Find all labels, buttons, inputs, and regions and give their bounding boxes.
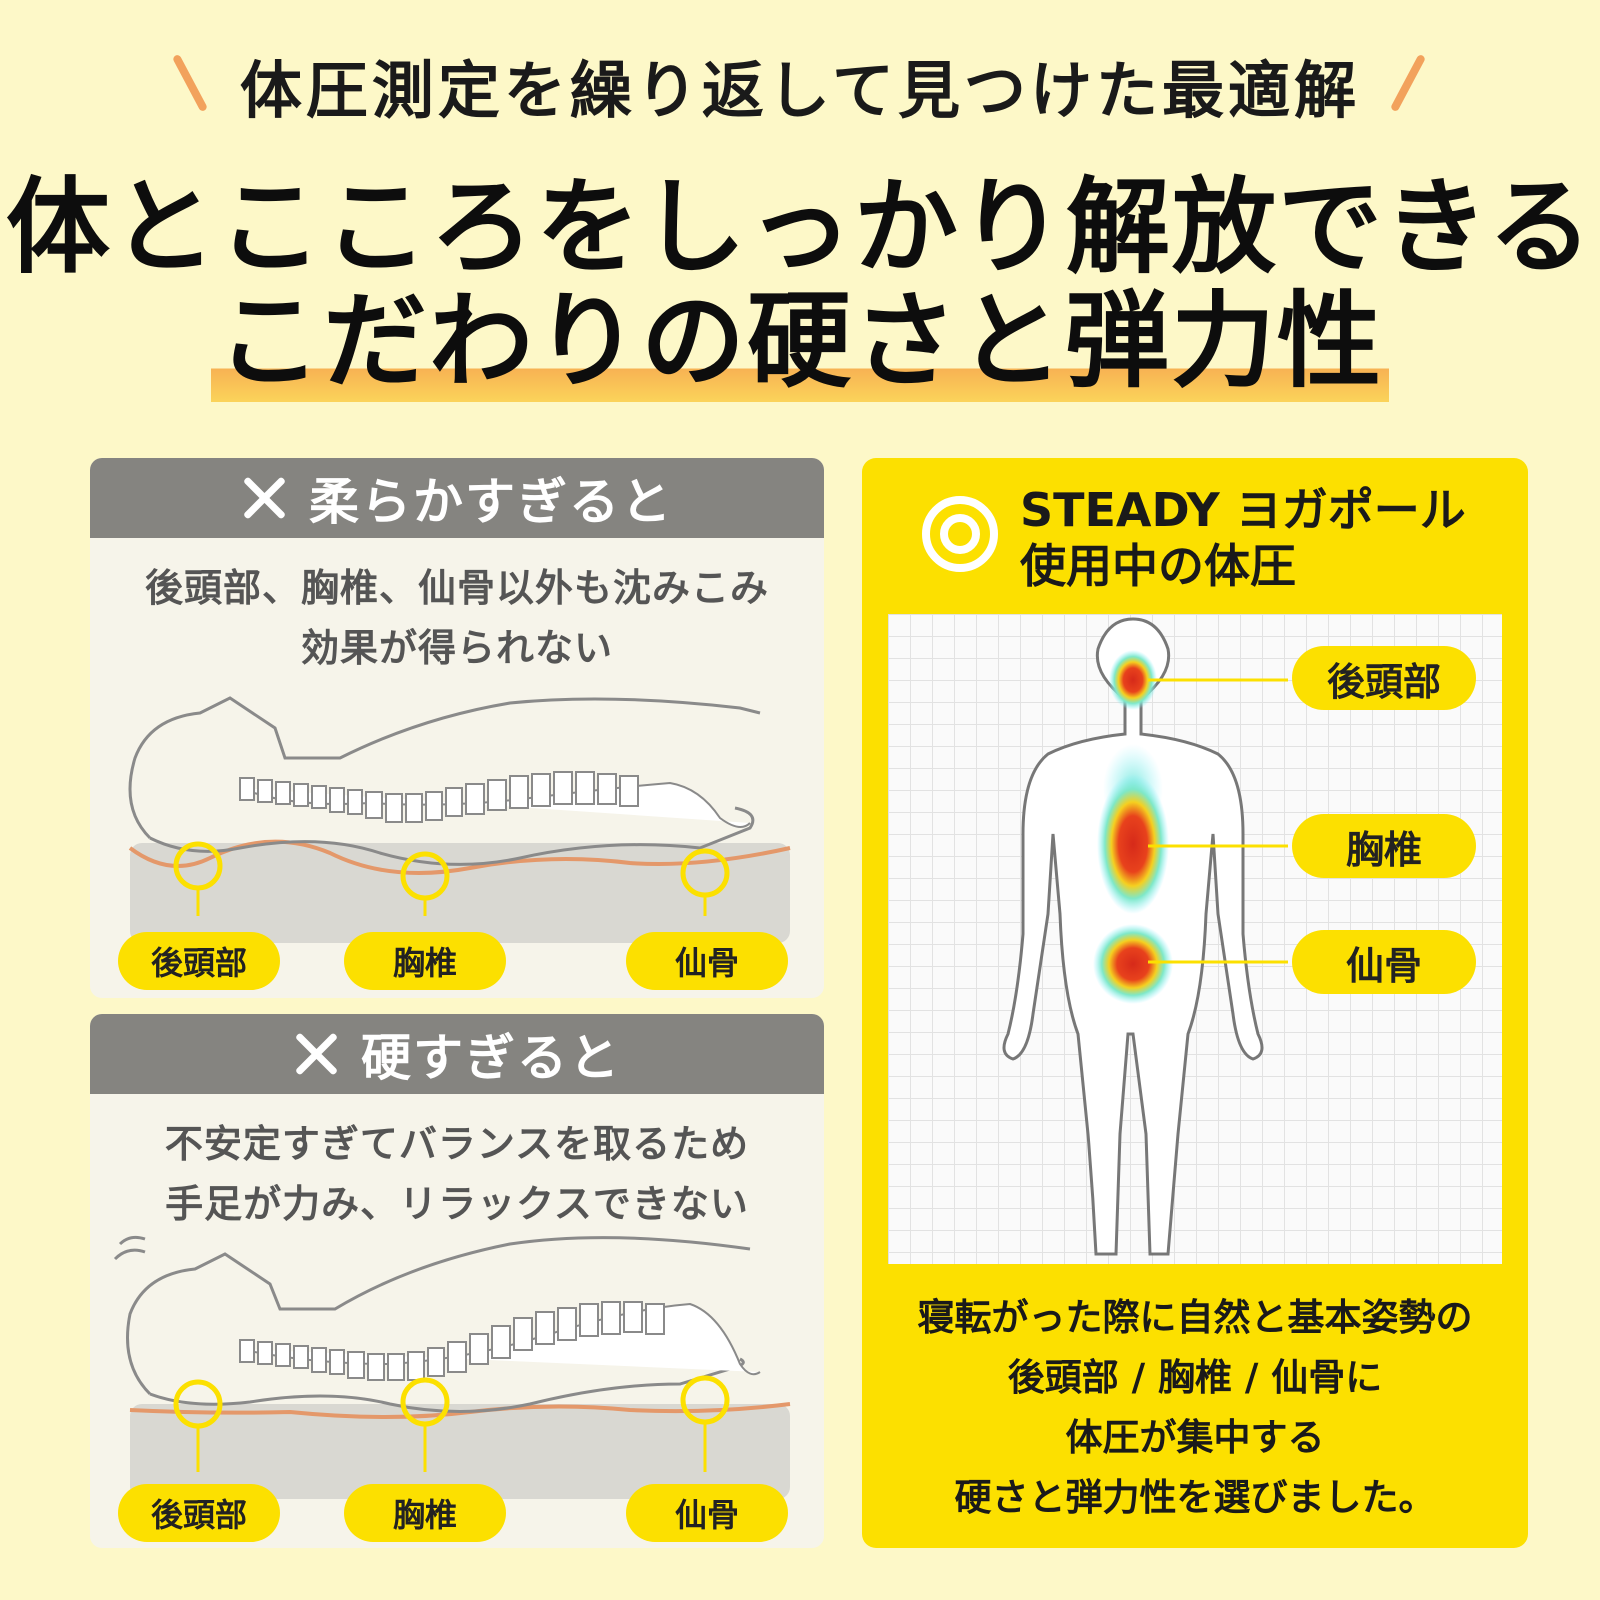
soft-panel-title: 柔らかすぎると xyxy=(309,473,673,531)
hard-desc-line2: 手足が力み、リラックスできない xyxy=(165,1182,749,1226)
body-silhouette-heatmap xyxy=(1002,617,1288,1256)
hard-label-sacrum: 仙骨 xyxy=(626,1484,788,1542)
soft-panel-description: 後頭部、胸椎、仙骨以外も沈みこみ 効果が得られない xyxy=(90,558,824,678)
hard-panel-header: 硬すぎると xyxy=(90,1014,824,1094)
steady-description: 寝転がった際に自然と基本姿勢の 後頭部 / 胸椎 / 仙骨に 体圧が集中する 硬… xyxy=(862,1288,1528,1528)
steady-body-line4: 硬さと弾力性を選びました。 xyxy=(954,1476,1436,1519)
steady-panel: STEADY ヨガポール 使用中の体圧 xyxy=(862,458,1528,1548)
subtitle: 体圧測定を繰り返して見つけた最適解 xyxy=(239,54,1361,127)
headline-line1: 体とこころをしっかり解放できる xyxy=(6,166,1594,288)
cross-icon xyxy=(293,1031,339,1077)
steady-body-line3: 体圧が集中する xyxy=(1065,1416,1325,1459)
steady-title: STEADY ヨガポール 使用中の体圧 xyxy=(1020,482,1466,594)
soft-label-thoracic: 胸椎 xyxy=(344,932,506,990)
soft-body-illustration xyxy=(128,696,791,943)
soft-desc-line1: 後頭部、胸椎、仙骨以外も沈みこみ xyxy=(144,566,769,610)
soft-label-sacrum: 仙骨 xyxy=(626,932,788,990)
steady-label-thoracic: 胸椎 xyxy=(1292,814,1476,878)
hard-panel-title: 硬すぎると xyxy=(361,1029,621,1087)
hard-panel: 硬すぎると 不安定すぎてバランスを取るため 手足が力み、リラックスできない 後頭… xyxy=(90,1014,824,1548)
soft-panel-header: 柔らかすぎると xyxy=(90,458,824,538)
double-circle-icon xyxy=(922,496,998,572)
steady-label-occipital: 後頭部 xyxy=(1292,646,1476,710)
soft-desc-line2: 効果が得られない xyxy=(300,626,613,670)
headline-line2-wrap: こだわりの硬さと弾力性 xyxy=(0,281,1600,402)
hard-label-thoracic: 胸椎 xyxy=(344,1484,506,1542)
steady-body-line1: 寝転がった際に自然と基本姿勢の xyxy=(917,1296,1473,1339)
hard-panel-description: 不安定すぎてバランスを取るため 手足が力み、リラックスできない xyxy=(90,1114,824,1234)
steady-title-line2: 使用中の体圧 xyxy=(1020,539,1296,593)
pressure-map xyxy=(888,614,1502,1264)
steady-label-sacrum: 仙骨 xyxy=(1292,930,1476,994)
soft-label-occipital: 後頭部 xyxy=(118,932,280,990)
hard-desc-line1: 不安定すぎてバランスを取るため xyxy=(164,1122,750,1166)
steady-title-line1: STEADY ヨガポール xyxy=(1020,483,1466,537)
headline-line2: こだわりの硬さと弾力性 xyxy=(210,281,1389,402)
soft-panel: 柔らかすぎると 後頭部、胸椎、仙骨以外も沈みこみ 効果が得られない 後頭部 胸椎… xyxy=(90,458,824,998)
hard-body-illustration xyxy=(113,1235,791,1499)
steady-body-line2: 後頭部 / 胸椎 / 仙骨に xyxy=(1007,1356,1383,1399)
hard-label-occipital: 後頭部 xyxy=(118,1484,280,1542)
cross-icon xyxy=(241,475,287,521)
header: 体圧測定を繰り返して見つけた最適解 体とこころをしっかり解放できる こだわりの硬… xyxy=(0,0,1600,420)
